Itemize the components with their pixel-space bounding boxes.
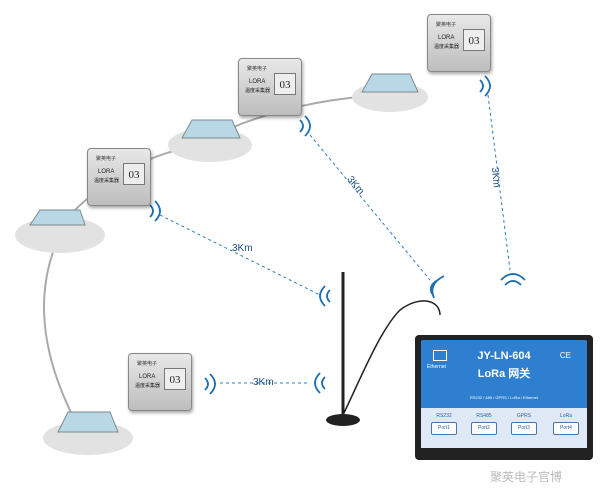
sensor-brand: 聚英电子 <box>96 156 117 162</box>
ce-mark: CE <box>559 351 571 360</box>
gateway-interfaces: RS232 / 485 / GPRS / LoRa / Ethernet <box>469 395 539 400</box>
sensor-number: 03 <box>123 163 145 185</box>
sensor-kind: 温度采集器 <box>245 88 271 94</box>
sensor-number: 03 <box>274 73 296 95</box>
port-connector: Port1 <box>431 422 457 435</box>
wifi-signal-icons <box>149 75 526 395</box>
greenhouse-icon <box>168 119 252 162</box>
sensor-kind: 温度采集器 <box>434 44 460 50</box>
link-line-1 <box>159 214 321 296</box>
port-label: RS485 <box>476 413 492 419</box>
gateway-name: LoRa 网关 <box>477 368 531 380</box>
lora-gateway: Ethernet JY-LN-604 LoRa 网关 CE RS232 / 48… <box>415 335 593 460</box>
sensor-model: LORA <box>249 79 266 85</box>
link-line-2 <box>309 134 431 281</box>
sensor-brand: 聚英电子 <box>436 22 457 28</box>
sensor-node-1: 聚英电子 LORA 温度采集器 03 <box>87 148 151 206</box>
distance-label: 3Km <box>253 377 274 388</box>
sensor-number: 03 <box>164 368 186 390</box>
distance-label: 3Km <box>232 243 253 254</box>
sensor-model: LORA <box>139 374 156 380</box>
port-gprs[interactable]: GPRS Port3 <box>509 413 539 435</box>
port-connector: Port2 <box>471 422 497 435</box>
sensor-node-2: 聚英电子 LORA 温度采集器 03 <box>238 58 302 116</box>
sensor-kind: 温度采集器 <box>135 383 161 389</box>
port-label: LoRa <box>560 413 572 419</box>
greenhouse-icon <box>15 209 105 253</box>
distance-label: 3Km <box>488 166 502 189</box>
sensor-brand: 聚英电子 <box>247 66 268 72</box>
ethernet-label: Ethernet <box>427 364 446 370</box>
port-label: GPRS <box>516 413 532 419</box>
watermark: 聚英电子官博 <box>490 470 563 484</box>
port-connector: Port4 <box>553 422 579 435</box>
port-label: RS232 <box>436 413 452 419</box>
sensor-model: LORA <box>98 169 115 175</box>
sensor-number: 03 <box>463 29 485 51</box>
greenhouse-icon <box>43 411 133 455</box>
port-connector: Port3 <box>511 422 537 435</box>
sensor-model: LORA <box>438 35 455 41</box>
greenhouses <box>15 73 428 455</box>
sensor-node-3: 聚英电子 LORA 温度采集器 03 <box>427 14 491 72</box>
greenhouse-icon <box>352 73 428 112</box>
ethernet-icon <box>433 350 447 361</box>
sensor-node-4: 聚英电子 LORA 温度采集器 03 <box>128 353 192 411</box>
link-line-3 <box>487 94 511 271</box>
gateway-model: JY-LN-604 <box>477 350 531 362</box>
sensor-kind: 温度采集器 <box>94 178 120 184</box>
antenna-icon <box>326 272 441 426</box>
sensor-brand: 聚英电子 <box>137 361 158 367</box>
